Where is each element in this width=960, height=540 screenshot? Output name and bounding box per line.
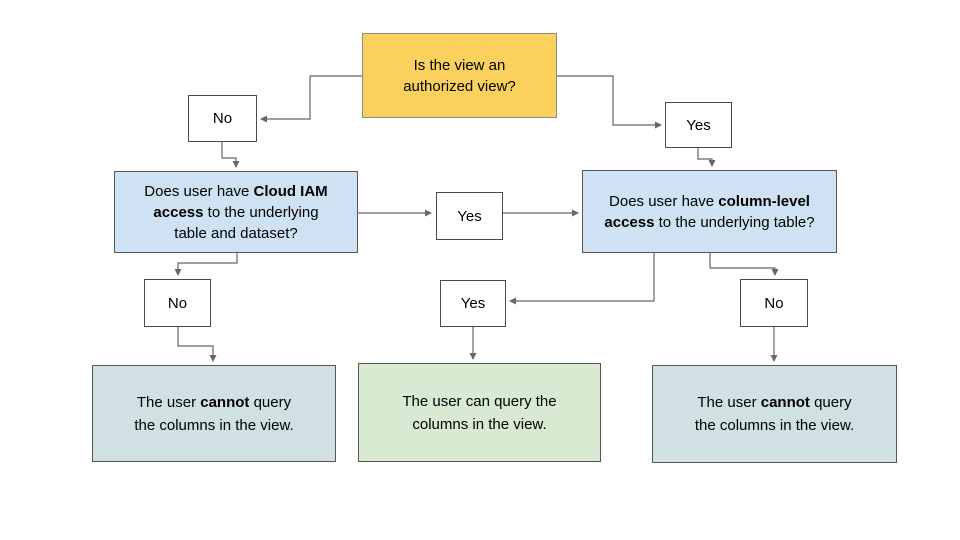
node-root-question: Is the view an authorized view? bbox=[362, 33, 557, 118]
node-question-iam: Does user have Cloud IAM access to the u… bbox=[114, 171, 358, 253]
edge-label-root-yes: Yes bbox=[665, 102, 732, 148]
edge-label-root-yes-text: Yes bbox=[686, 116, 711, 134]
question-column-bold: column-level access bbox=[604, 192, 810, 231]
outcome-cannot-left-text: The user cannot query the columns in the… bbox=[127, 391, 301, 437]
question-iam-post: to the underlying table and dataset? bbox=[174, 203, 319, 242]
question-iam-bold: Cloud IAM access bbox=[153, 182, 328, 221]
edge-label-iam-yes: Yes bbox=[436, 192, 503, 240]
edge-label-col-yes: Yes bbox=[440, 280, 506, 327]
outcome-cannot-right-post: query the columns in the view. bbox=[694, 394, 855, 434]
outcome-cannot-left-bold: cannot bbox=[200, 393, 250, 411]
edge-label-root-no: No bbox=[188, 95, 257, 142]
outcome-cannot-right-bold: cannot bbox=[760, 394, 810, 411]
outcome-can-text: The user can query the columns in the vi… bbox=[402, 392, 557, 433]
outcome-cannot-left-post: query the columns in the view. bbox=[134, 393, 294, 434]
edge-label-col-yes-text: Yes bbox=[460, 295, 486, 312]
edge-label-col-no: No bbox=[740, 279, 808, 327]
edge-label-col-no-text: No bbox=[764, 294, 784, 312]
node-outcome-cannot-right: The user cannot query the columns in the… bbox=[652, 365, 897, 463]
question-column-pre: Does user have bbox=[609, 192, 719, 210]
outcome-cannot-right-pre: The user bbox=[697, 394, 761, 411]
edge-label-iam-yes-text: Yes bbox=[457, 207, 482, 225]
outcome-cannot-left-pre: The user bbox=[136, 393, 201, 411]
edge-yes-to-question-column bbox=[697, 148, 716, 167]
edge-label-root-no-text: No bbox=[212, 110, 233, 127]
node-outcome-cannot-left: The user cannot query the columns in the… bbox=[92, 365, 336, 462]
edge-question-column-to-no-right bbox=[709, 253, 779, 276]
question-column-text: Does user have column-level access to th… bbox=[598, 191, 822, 233]
edge-question-iam-to-no-bottom bbox=[174, 253, 238, 276]
edge-root-to-yes bbox=[557, 75, 662, 129]
node-outcome-can: The user can query the columns in the vi… bbox=[358, 363, 601, 462]
question-iam-pre: Does user have bbox=[144, 182, 254, 200]
edge-label-iam-no: No bbox=[144, 279, 211, 327]
edge-question-column-to-yes-bottom bbox=[509, 253, 655, 305]
edge-root-to-no bbox=[260, 75, 362, 123]
edge-no-to-question-iam bbox=[221, 142, 240, 168]
question-column-post: to the underlying table? bbox=[654, 213, 815, 231]
question-iam-text: Does user have Cloud IAM access to the u… bbox=[136, 181, 336, 244]
edge-no-bottom-to-outcome-left bbox=[177, 327, 217, 362]
edge-label-iam-no-text: No bbox=[167, 294, 188, 312]
outcome-cannot-right-text: The user cannot query the columns in the… bbox=[688, 391, 862, 437]
root-question-text: Is the view an authorized view? bbox=[403, 56, 516, 95]
node-question-column: Does user have column-level access to th… bbox=[582, 170, 837, 253]
